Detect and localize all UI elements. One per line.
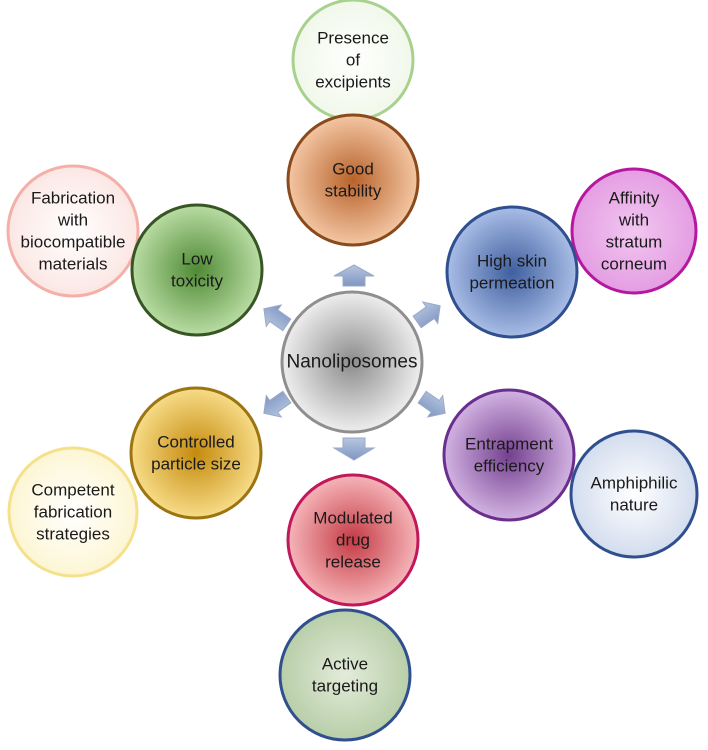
controlled-particle-size-node: Controlled particle size [129,386,263,520]
fabrication-with-biocompatible-materials-node: Fabrication with biocompatible materials [6,164,140,298]
low-toxicity-node: Low toxicity [130,203,264,337]
amphiphilic-nature-label-line: Amphiphilic [591,474,678,493]
high-skin-permeation-circle [445,205,579,339]
active-targeting-label-line: Active [322,655,368,674]
high-skin-permeation-node: High skin permeation [445,205,579,339]
low-toxicity-circle [130,203,264,337]
fabrication-with-biocompatible-materials-label-line: Fabrication [31,189,115,208]
high-skin-permeation-label-line: High skin [477,252,547,271]
amphiphilic-nature-label-line: nature [610,496,658,515]
active-targeting-node: Active targeting [278,608,412,742]
fabrication-with-biocompatible-materials-label-line: materials [39,255,108,274]
presence-of-excipients-label-line: Presence [317,29,389,48]
good-stability-label-line: stability [325,182,382,201]
affinity-with-stratum-corneum-node: Affinity with stratum corneum [570,167,698,295]
entrapment-efficiency-label-line: efficiency [474,457,545,476]
entrapment-efficiency-circle [442,388,576,522]
fabrication-with-biocompatible-materials-label-line: with [57,211,88,230]
arrow-lower-left [263,390,292,418]
arrow-up [333,264,375,287]
active-targeting-circle [278,608,412,742]
controlled-particle-size-label-line: Controlled [157,433,235,452]
fabrication-with-biocompatible-materials-label-line: biocompatible [21,233,126,252]
fabrication-with-biocompatible-materials-circle [6,164,140,298]
active-targeting-label-line: targeting [312,677,378,696]
arrow-upper-left [263,304,292,332]
low-toxicity-label-line: Low [181,250,213,269]
affinity-with-stratum-corneum-label-line: with [618,211,649,230]
amphiphilic-nature-circle [569,429,699,559]
competent-fabrication-strategies-label-line: fabrication [34,503,112,522]
nanoliposomes-center-circle [280,290,424,434]
center-circle-group: Nanoliposomes [280,290,424,434]
presence-of-excipients-label-line: excipients [315,73,391,92]
entrapment-efficiency-label-line: Entrapment [465,435,553,454]
competent-fabrication-strategies-label-line: Competent [31,481,114,500]
presence-of-excipients-label-line: of [346,51,360,70]
modulated-drug-release-label-line: release [325,553,381,572]
arrow-down [332,437,376,461]
modulated-drug-release-circle [286,473,420,607]
competent-fabrication-strategies-node: Competent fabrication strategies [7,446,139,578]
arrows [263,264,446,461]
nanoliposomes-center-label-line: Nanoliposomes [287,352,418,373]
good-stability-node: Good stability [286,113,420,247]
affinity-with-stratum-corneum-label-line: stratum [606,233,663,252]
affinity-with-stratum-corneum-label-line: Affinity [609,189,660,208]
competent-fabrication-strategies-circle [7,446,139,578]
controlled-particle-size-circle [129,386,263,520]
controlled-particle-size-label-line: particle size [151,455,241,474]
modulated-drug-release-label-line: drug [336,531,370,550]
affinity-with-stratum-corneum-label-line: corneum [601,255,667,274]
entrapment-efficiency-node: Entrapment efficiency [442,388,576,522]
nanoliposomes-center-node: Nanoliposomes [280,290,424,434]
arrow-upper-right [412,301,441,329]
good-stability-circle [286,113,420,247]
amphiphilic-nature-node: Amphiphilic nature [569,429,699,559]
presence-of-excipients-node: Presence of excipients [291,0,415,122]
modulated-drug-release-label-line: Modulated [313,509,392,528]
high-skin-permeation-label-line: permeation [469,274,554,293]
arrow-lower-right [417,390,446,418]
modulated-drug-release-node: Modulated drug release [286,473,420,607]
good-stability-label-line: Good [332,160,374,179]
affinity-with-stratum-corneum-circle [570,167,698,295]
low-toxicity-label-line: toxicity [171,272,223,291]
competent-fabrication-strategies-label-line: strategies [36,525,110,544]
